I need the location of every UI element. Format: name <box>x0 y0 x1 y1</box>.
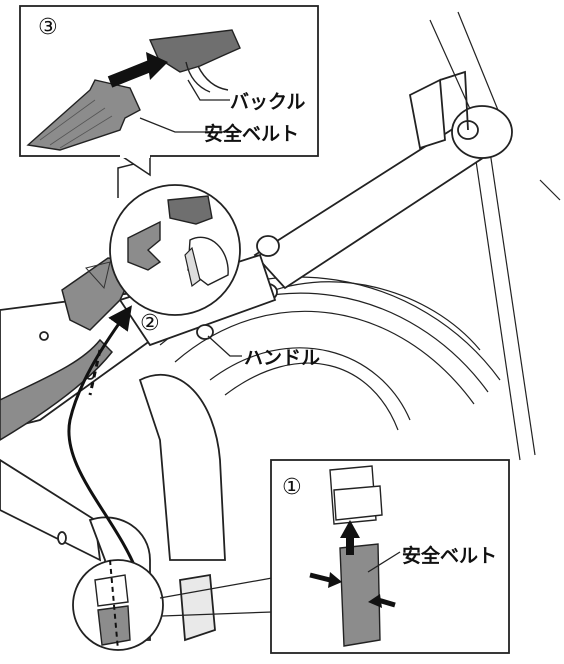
belt-label-top: 安全ベルト <box>204 122 299 145</box>
inset-step1 <box>270 459 510 654</box>
inset-step3 <box>19 5 319 177</box>
handle-label: ハンドル <box>244 347 320 369</box>
frame-tube <box>253 70 513 301</box>
squeeze-left-arrow-icon <box>328 572 342 588</box>
thread-path-arrow <box>67 305 142 581</box>
buckle-female-icon <box>333 485 383 521</box>
pull-up-arrow-icon <box>340 520 360 538</box>
buckle-label: バックル <box>230 91 305 113</box>
belt-end-icon <box>127 220 162 271</box>
step1-number: ① <box>282 475 302 500</box>
buckle-icon <box>167 195 213 225</box>
insert-arrow-icon <box>107 60 153 88</box>
zoom-circle-mid <box>109 159 241 316</box>
buckle-male-icon <box>339 543 381 647</box>
squeeze-right-arrow-icon <box>368 594 382 608</box>
step3-number: ③ <box>38 15 58 40</box>
belt-end-large-icon <box>26 79 141 151</box>
step2-number: ② <box>140 311 160 336</box>
leader-lines <box>207 335 242 357</box>
belt-label-bottom: 安全ベルト <box>402 544 497 567</box>
zoom-circle-bottom <box>72 559 273 651</box>
